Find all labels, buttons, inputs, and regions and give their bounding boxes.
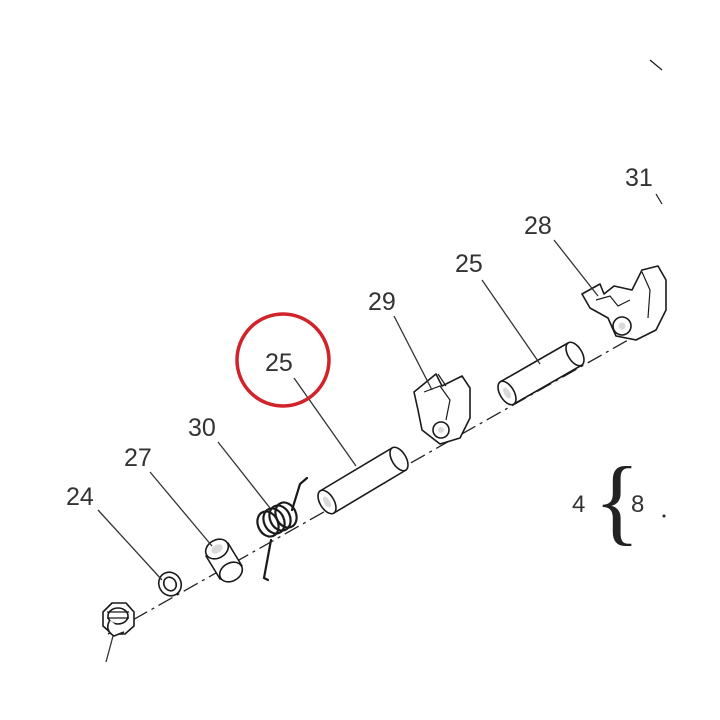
part-28-lever[interactable] xyxy=(581,265,667,341)
part-27-ring[interactable] xyxy=(154,568,185,600)
leader-24-lower xyxy=(105,635,114,663)
assembly-axis xyxy=(107,321,661,635)
leader-28 xyxy=(553,239,599,297)
brace-dot xyxy=(662,514,666,518)
callout-27: 27 xyxy=(124,444,152,472)
part-bushing[interactable] xyxy=(202,535,246,586)
leader-30 xyxy=(217,441,271,509)
leader-27 xyxy=(149,471,213,547)
highlight-ring xyxy=(235,312,331,408)
brace-label-left: 4 xyxy=(572,491,585,518)
leader-25-right xyxy=(481,279,541,365)
edge-hint-31 xyxy=(655,193,663,205)
callout-29: 29 xyxy=(368,288,396,316)
callout-28: 28 xyxy=(524,212,552,240)
edge-hint-top xyxy=(649,59,663,71)
part-29-pawl[interactable] xyxy=(413,373,471,445)
callout-25-left: 25 xyxy=(265,349,293,377)
part-24-plug[interactable] xyxy=(102,602,135,637)
brace-symbol: { xyxy=(594,447,640,554)
leader-29 xyxy=(393,315,433,391)
callout-24: 24 xyxy=(66,483,94,511)
leader-24 xyxy=(97,509,163,581)
leader-25-left xyxy=(293,377,357,467)
callout-31: 31 xyxy=(625,164,653,192)
part-30-spring[interactable] xyxy=(253,476,309,582)
brace-label-right: 8 xyxy=(631,491,644,518)
callout-30: 30 xyxy=(188,414,216,442)
part-25-pin-right[interactable] xyxy=(494,339,587,407)
part-25-pin-left[interactable] xyxy=(314,444,411,516)
callout-25-right: 25 xyxy=(455,250,483,278)
